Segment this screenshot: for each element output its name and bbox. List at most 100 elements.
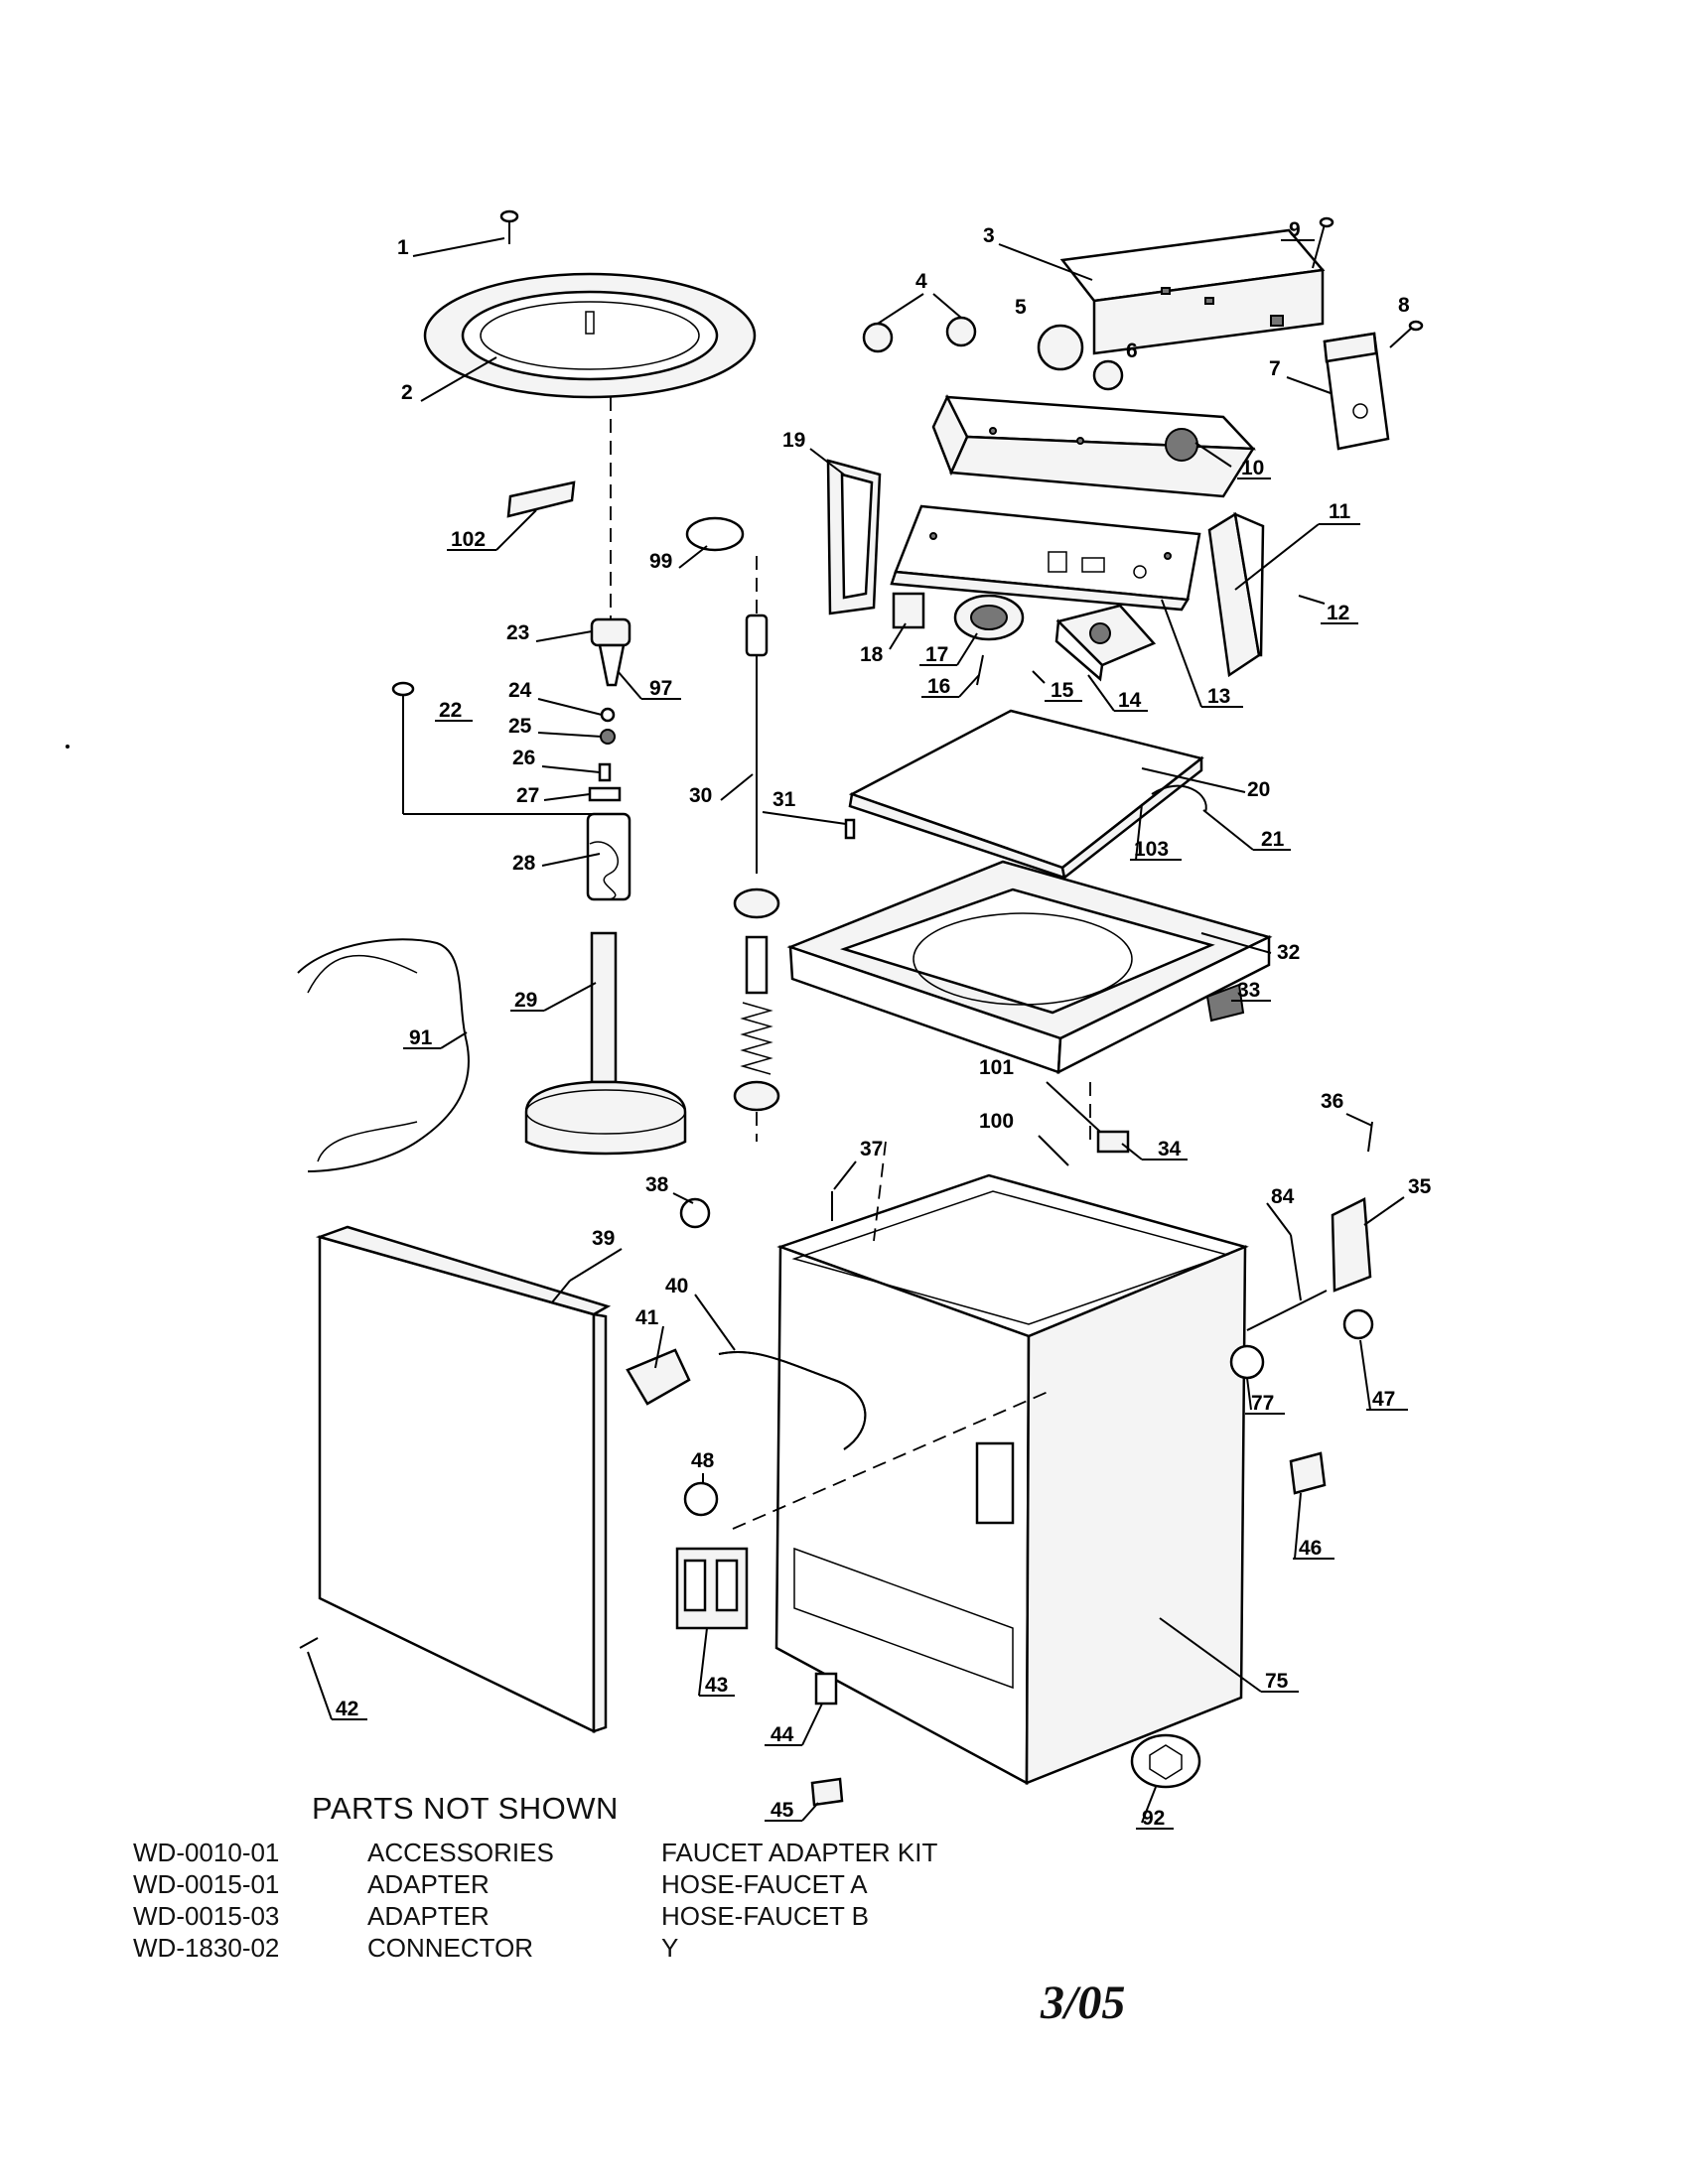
callout-label: 37	[860, 1138, 883, 1160]
callout-label: 31	[772, 788, 796, 811]
callout-label: 103	[1134, 838, 1169, 861]
callout-label: 101	[979, 1056, 1014, 1079]
callout-label: 26	[512, 747, 535, 769]
part-2-tub-ring	[423, 272, 757, 399]
part-description: Y	[661, 1932, 679, 1963]
callout-label: 100	[979, 1110, 1014, 1133]
part-3-bracket	[1059, 228, 1326, 355]
callout-label: 36	[1321, 1090, 1343, 1113]
callout-label: 41	[635, 1306, 659, 1329]
part-23-coupling	[590, 397, 632, 687]
callout-labels: 1 2 3 4 5 6 7 8 9 10 11 12 13 14 15 16	[307, 218, 1432, 1830]
part-number: WD-1830-02	[133, 1932, 280, 1963]
callout-label: 44	[771, 1723, 794, 1746]
part-43-valve	[675, 1547, 749, 1630]
callout-label: 33	[1237, 979, 1260, 1002]
table-row: WD-0015-01 ADAPTER HOSE-FAUCET A	[133, 1868, 937, 1900]
table-row: WD-0015-03 ADAPTER HOSE-FAUCET B	[133, 1900, 937, 1932]
part-32-top-cover	[786, 860, 1273, 1075]
part-6-knob	[1092, 359, 1124, 391]
part-17-pressure-switch	[953, 594, 1025, 641]
callout-label: 38	[645, 1173, 669, 1196]
callout-label: 22	[439, 699, 462, 722]
callout-label: 2	[401, 381, 413, 404]
callout-label: 77	[1251, 1392, 1274, 1415]
callout-label: 3	[983, 224, 995, 247]
callout-label: 18	[860, 643, 884, 666]
part-28-sleeve	[586, 812, 632, 901]
date-mark: 3/05	[1041, 1977, 1126, 2029]
part-75-cabinet	[774, 1173, 1249, 1786]
part-description: HOSE-FAUCET A	[661, 1868, 868, 1899]
callout-label: 99	[649, 550, 672, 573]
callout-label: 35	[1408, 1175, 1432, 1198]
callout-label: 23	[506, 621, 529, 644]
parts-not-shown-title: PARTS NOT SHOWN	[312, 1791, 619, 1826]
parts-not-shown-table: WD-0010-01 ACCESSORIES FAUCET ADAPTER KI…	[133, 1837, 937, 1964]
callout-label: 6	[1126, 340, 1138, 362]
table-row: WD-1830-02 CONNECTOR Y	[133, 1932, 937, 1964]
callout-label: 16	[927, 675, 950, 698]
callout-label: 10	[1241, 457, 1264, 479]
callout-label: 19	[782, 429, 805, 452]
part-11-side-panel	[1207, 511, 1265, 678]
callout-label: 25	[508, 715, 532, 738]
part-29-agitator	[524, 931, 687, 1156]
part-description: HOSE-FAUCET B	[661, 1900, 870, 1931]
part-84-drain-hose	[1246, 1197, 1372, 1331]
callout-label: 48	[691, 1449, 715, 1472]
part-7-plate	[1323, 332, 1390, 451]
callout-label: 47	[1372, 1388, 1395, 1411]
callout-label: 12	[1327, 602, 1349, 624]
callout-label: 97	[649, 677, 672, 700]
part-category: ADAPTER	[367, 1900, 490, 1931]
part-category: ACCESSORIES	[367, 1837, 554, 1867]
part-22-screw	[391, 681, 600, 815]
callout-label: 43	[705, 1674, 728, 1697]
callout-label: 8	[1398, 294, 1410, 317]
part-30-rod	[733, 556, 780, 1142]
callout-label: 91	[409, 1026, 433, 1049]
part-category: ADAPTER	[367, 1868, 490, 1899]
stray-dot	[66, 745, 70, 749]
callout-label: 1	[397, 236, 409, 259]
callout-label: 84	[1271, 1185, 1295, 1208]
callout-label: 32	[1277, 941, 1300, 964]
callout-label: 17	[925, 643, 948, 666]
callout-label: 30	[689, 784, 712, 807]
callout-label: 46	[1299, 1537, 1322, 1560]
callout-label: 29	[514, 989, 537, 1012]
part-description: FAUCET ADAPTER KIT	[661, 1837, 938, 1867]
part-13-control-panel	[890, 504, 1201, 612]
part-19-cover	[826, 459, 882, 615]
part-14-timer	[1054, 604, 1157, 682]
part-39-panel	[315, 1225, 612, 1733]
part-number: WD-0015-03	[133, 1900, 280, 1931]
callout-label: 75	[1265, 1670, 1289, 1693]
table-row: WD-0010-01 ACCESSORIES FAUCET ADAPTER KI…	[133, 1837, 937, 1868]
callout-label: 21	[1261, 828, 1285, 851]
callout-label: 14	[1118, 689, 1142, 712]
part-drawings	[297, 209, 1424, 1807]
callout-label: 102	[451, 528, 486, 551]
callout-label: 15	[1051, 679, 1074, 702]
callout-label: 4	[915, 270, 927, 293]
part-102-bracket	[506, 480, 576, 518]
callout-label: 11	[1329, 500, 1351, 523]
part-category: CONNECTOR	[367, 1932, 534, 1963]
callout-label: 40	[665, 1275, 688, 1297]
part-91-harness	[297, 938, 470, 1172]
callout-label: 27	[516, 784, 539, 807]
part-number: WD-0010-01	[133, 1837, 280, 1867]
callout-label: 92	[1142, 1807, 1165, 1830]
part-number: WD-0015-01	[133, 1868, 280, 1899]
callout-label: 45	[771, 1799, 794, 1822]
part-1-screw	[499, 209, 519, 244]
callout-label: 28	[512, 852, 536, 875]
callout-label: 24	[508, 679, 532, 702]
part-10-console-top	[931, 394, 1257, 498]
part-18-switch	[892, 592, 925, 629]
part-5-knob	[1037, 324, 1084, 371]
callout-label: 13	[1207, 685, 1230, 708]
